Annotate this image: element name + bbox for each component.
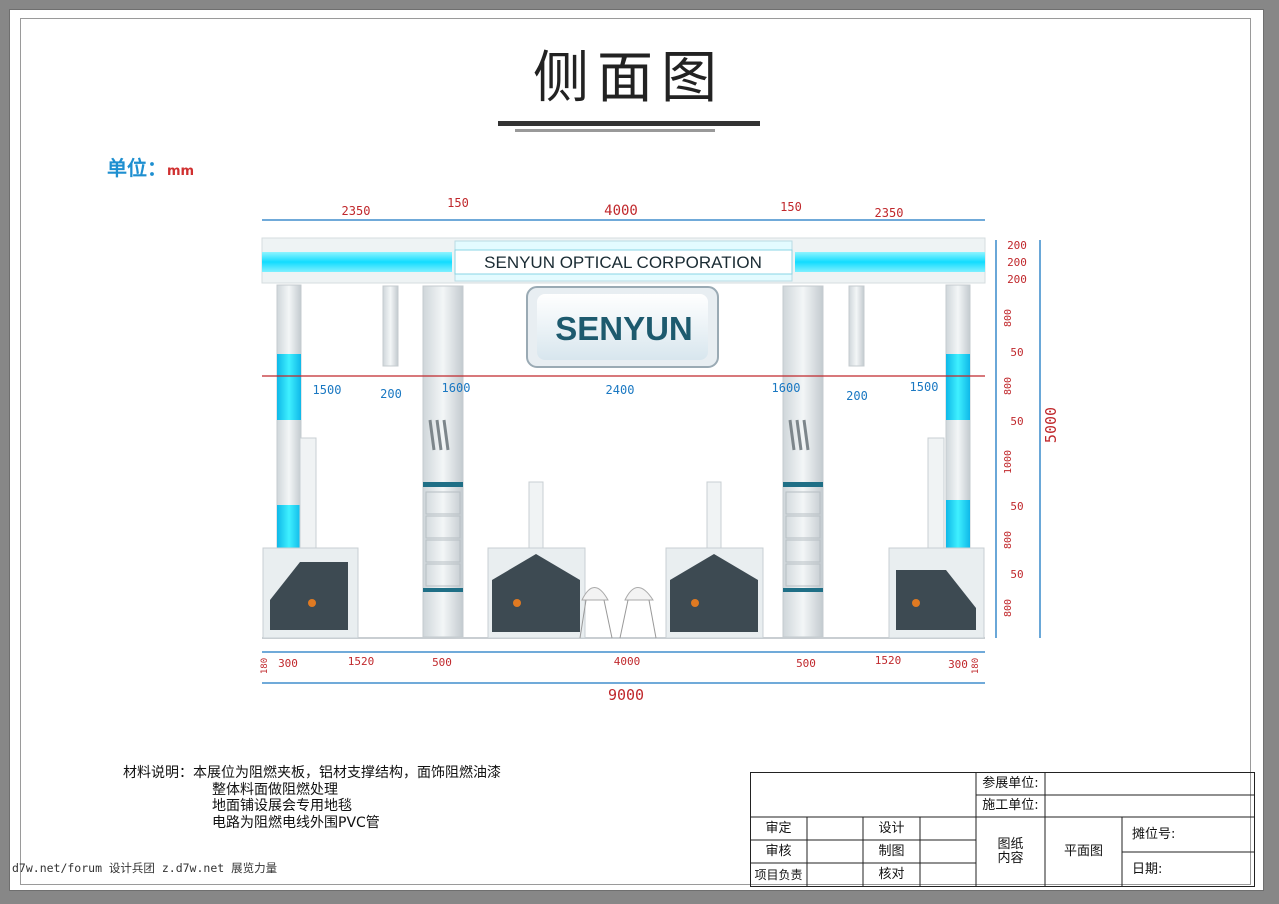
dimension-bottom-label: 300 — [948, 658, 968, 671]
counter-center-right — [665, 481, 764, 639]
dimension-middle-label: 1500 — [313, 383, 342, 397]
dimension-vertical-label: 800 — [1003, 377, 1014, 395]
builder-label: 施工单位: — [982, 798, 1039, 813]
check-label: 核对 — [878, 867, 905, 882]
unit-caption: 单位： — [107, 156, 167, 180]
dimension-top-label: 2350 — [342, 204, 371, 218]
drawing-content-label: 图纸 内容 — [997, 837, 1024, 866]
dimension-bottom-label: 500 — [796, 657, 816, 670]
dimension-lines — [262, 219, 1041, 684]
dimension-header-label: 200 — [1007, 256, 1027, 269]
unit-value: mm — [167, 164, 195, 179]
watermark: d7w.net/forum 设计兵团 z.d7w.net 展览力量 — [12, 861, 278, 875]
dimension-top-label: 2350 — [875, 206, 904, 220]
inner-right-display-column — [782, 285, 824, 638]
dimension-header-label: 200 — [1007, 273, 1027, 286]
design-label: 设计 — [878, 820, 905, 836]
header-beam — [261, 237, 986, 284]
booth-number-label: 摊位号: — [1132, 826, 1176, 842]
dimension-bottom-label: 500 — [432, 656, 452, 669]
dimension-vertical-label: 50 — [1010, 415, 1023, 428]
note-line: 本展位为阻燃夹板，铝材支撑结构，面饰阻燃油漆 — [193, 765, 501, 781]
dimension-middle-label: 200 — [846, 389, 868, 403]
hanging-panel-left — [382, 285, 399, 367]
title-block-grid — [750, 772, 1255, 887]
drawing-frame — [20, 18, 1251, 885]
counter-center-left — [487, 481, 586, 639]
dimension-header-label: 200 — [1007, 239, 1027, 252]
title-underline-thick — [498, 121, 760, 126]
dimension-vertical-label: 50 — [1010, 346, 1023, 359]
unit-label: 单位：mm — [107, 152, 194, 181]
drawing-sheet — [9, 9, 1264, 891]
chair-right — [619, 587, 657, 639]
dimension-bottom-label: 300 — [278, 657, 298, 670]
hanging-panel-right — [848, 285, 865, 367]
project-lead-label: 项目负责 — [754, 868, 803, 882]
total-height-label: 5000 — [1042, 407, 1060, 443]
dimension-vertical-label: 800 — [1003, 309, 1014, 327]
draft-label: 制图 — [878, 843, 905, 859]
dimension-middle-label: 1500 — [910, 380, 939, 394]
dimension-vertical-label: 800 — [1003, 599, 1014, 617]
logo-lightbox — [526, 286, 719, 368]
header-sign-text: SENYUN OPTICAL CORPORATION — [484, 253, 762, 272]
dimension-bottom-label: 4000 — [614, 655, 641, 668]
page-title: 侧面图 — [533, 46, 725, 111]
note-line: 电路为阻燃电线外围PVC管 — [212, 814, 380, 831]
dimension-bottom-label: 1520 — [875, 654, 902, 667]
title-underline-thin — [515, 129, 715, 132]
drawing-name: 平面图 — [1063, 844, 1103, 859]
note-line: 地面铺设展会专用地毯 — [212, 798, 352, 814]
chair-left — [579, 587, 613, 639]
material-notes: 材料说明：本展位为阻燃夹板，铝材支撑结构，面饰阻燃油漆 整体料面做阻燃处理 地面… — [123, 765, 501, 831]
dimension-middle-label: 200 — [380, 387, 402, 401]
review-label: 审定 — [765, 820, 792, 836]
dimension-bottom-label: 1520 — [348, 655, 375, 668]
logo-text: SENYUN — [555, 310, 693, 347]
dimension-middle-label: 1600 — [772, 381, 801, 395]
dimension-top-label: 150 — [780, 200, 802, 214]
dimension-middle-label: 1600 — [442, 381, 471, 395]
notes-label: 材料说明： — [123, 765, 193, 781]
dimension-top-label: 4000 — [604, 203, 638, 219]
exhibitor-label: 参展单位: — [982, 775, 1039, 791]
dimension-bottom-label: 180 — [971, 658, 981, 674]
dimension-vertical-label: 1000 — [1003, 450, 1014, 474]
dimension-bottom-label: 180 — [260, 658, 270, 674]
counter-right — [888, 437, 985, 639]
note-line: 整体料面做阻燃处理 — [212, 781, 338, 798]
dimension-vertical-label: 50 — [1010, 500, 1023, 513]
inner-left-display-column — [422, 285, 464, 638]
dimension-vertical-label: 800 — [1003, 531, 1014, 549]
counter-left — [262, 437, 359, 639]
dimension-labels: 2350 150 4000 150 2350 1500 200 1600 2400 1600 200… — [260, 196, 1060, 704]
dimension-middle-label: 2400 — [606, 383, 635, 397]
dimension-vertical-label: 50 — [1010, 568, 1023, 581]
dimension-top-label: 150 — [447, 196, 469, 210]
date-label: 日期: — [1132, 861, 1163, 877]
total-width-label: 9000 — [608, 686, 644, 704]
audit-label: 审核 — [765, 843, 792, 859]
